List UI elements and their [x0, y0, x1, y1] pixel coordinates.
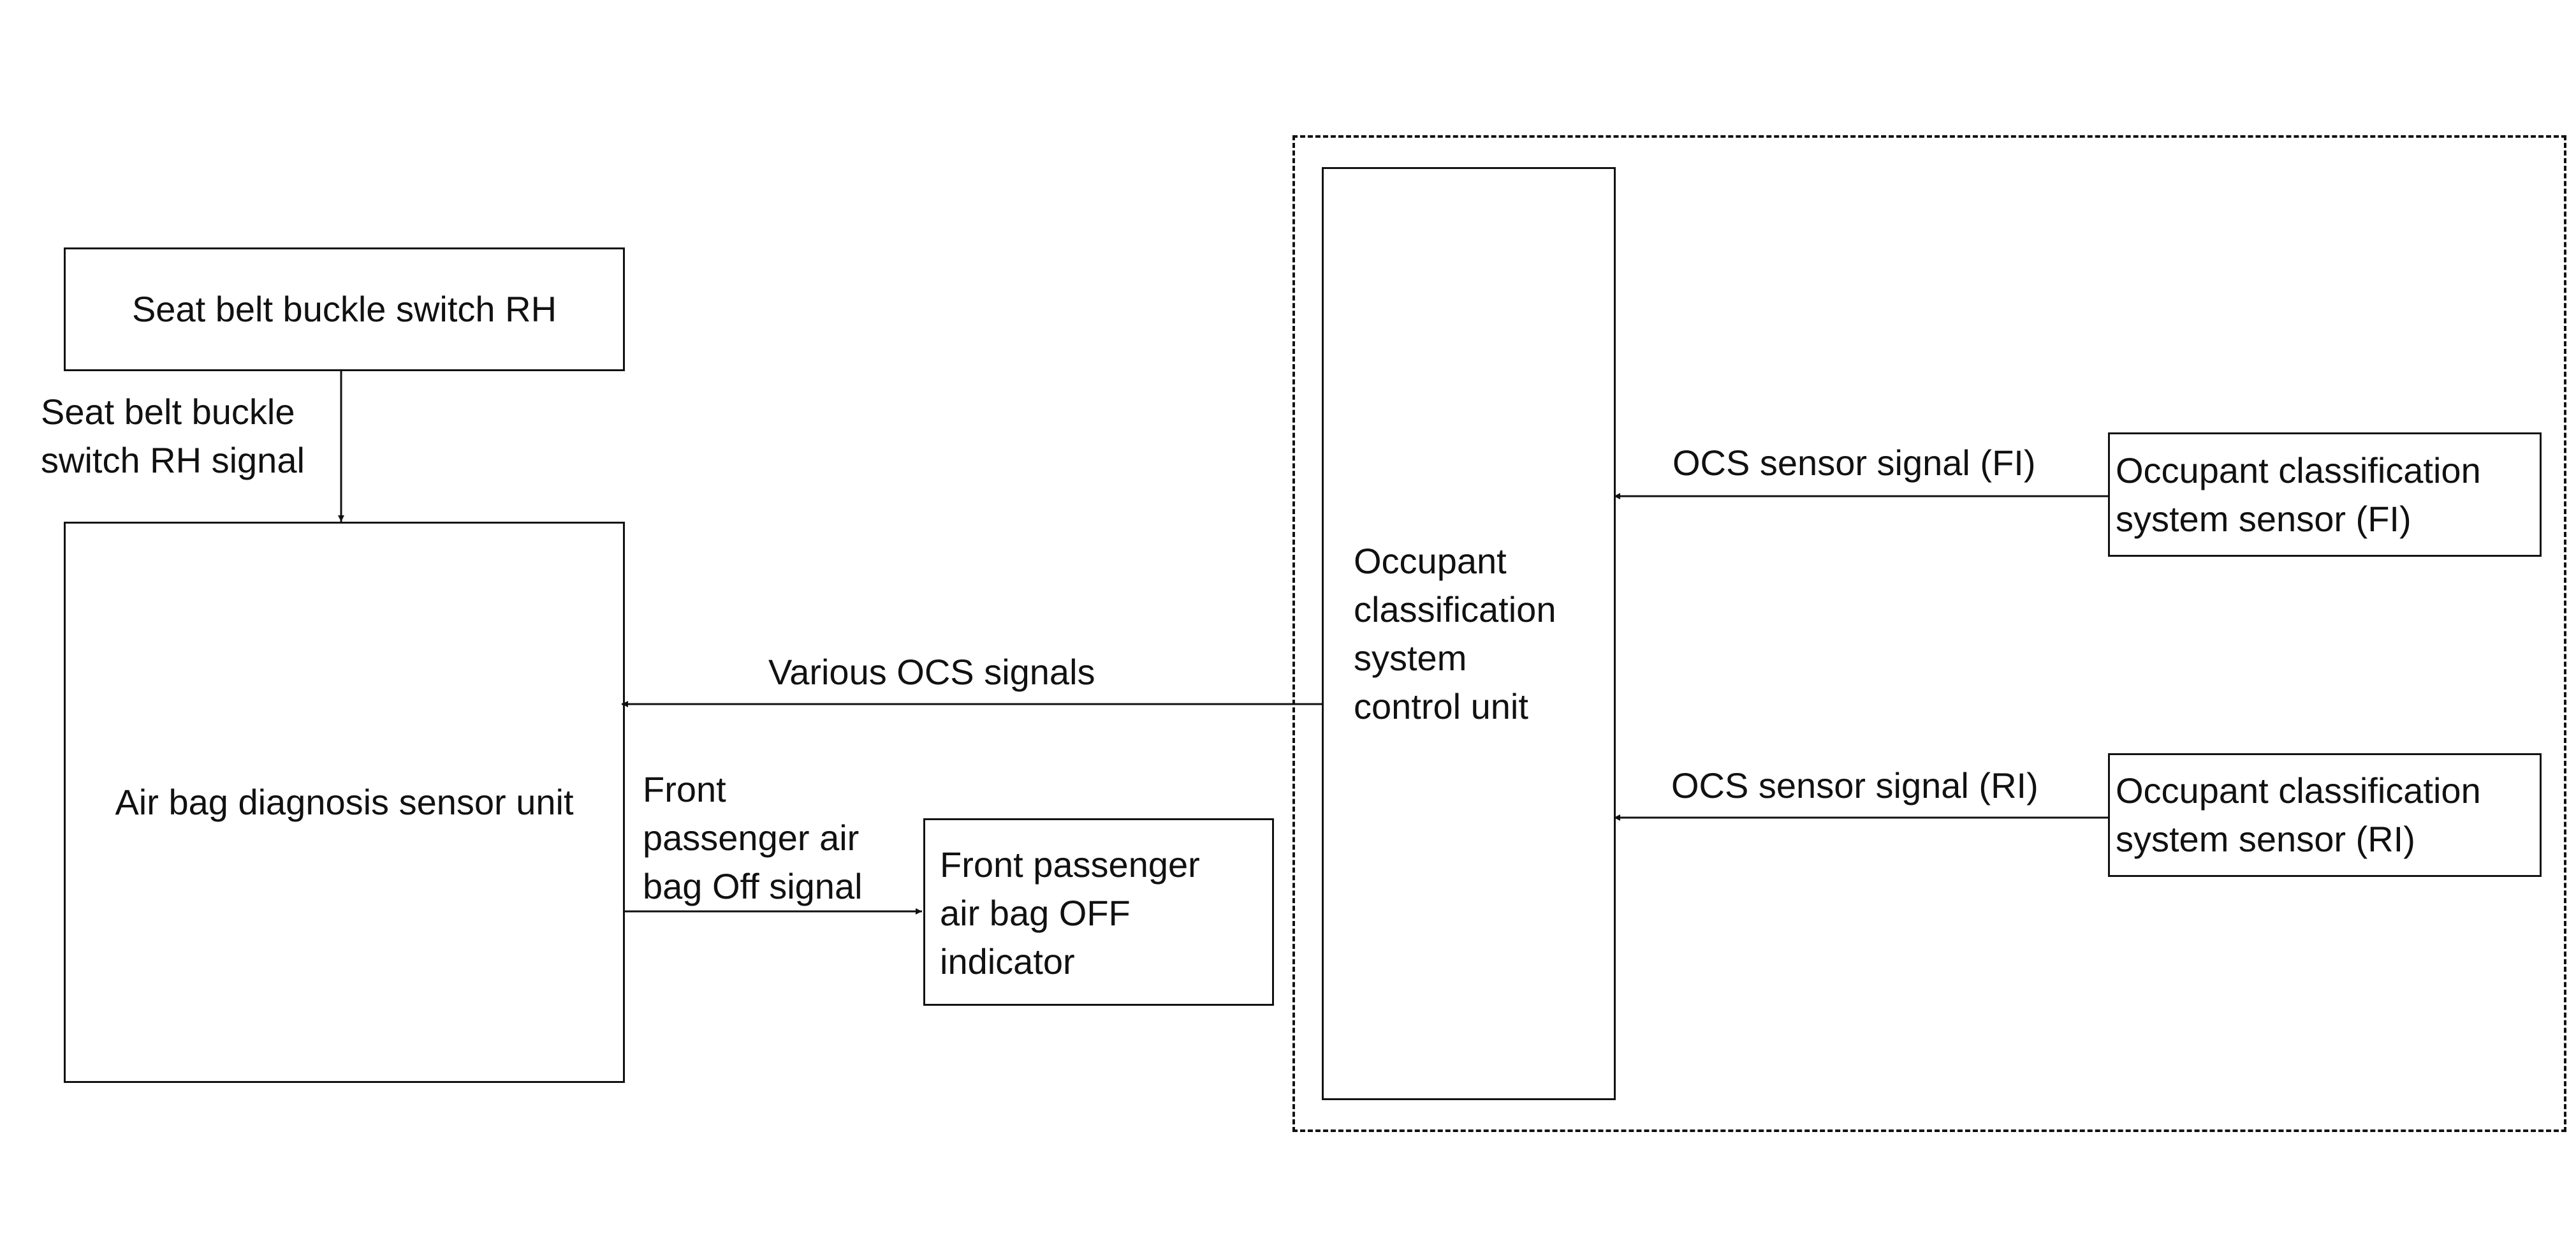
ocs-control-unit-box	[1322, 167, 1616, 1100]
airbag-off-indicator-text: Front passenger air bag OFF indicator	[940, 844, 1200, 982]
ocs-sensor-ri-box	[2108, 753, 2542, 877]
various-ocs-signals-label: Various OCS signals	[768, 652, 1095, 692]
airbag-diagnosis-unit-text: Air bag diagnosis sensor unit	[115, 782, 574, 822]
ocs-signal-ri-label: OCS sensor signal (RI)	[1671, 765, 2038, 806]
ocs-sensor-ri-text: Occupant classification system sensor (R…	[2116, 770, 2481, 859]
ocs-sensor-fi-box	[2108, 432, 2542, 557]
ocs-sensor-fi-text: Occupant classification system sensor (F…	[2116, 450, 2481, 539]
airbag-off-signal-label: Front passenger air bag Off signal	[643, 769, 863, 906]
ocs-signal-fi-label: OCS sensor signal (FI)	[1672, 443, 2036, 483]
seat-belt-switch-box: Seat belt buckle switch RH	[64, 247, 625, 371]
airbag-diagnosis-unit-box: Air bag diagnosis sensor unit	[64, 522, 625, 1083]
seat-belt-switch-text: Seat belt buckle switch RH	[131, 289, 557, 329]
airbag-off-indicator-box	[923, 818, 1274, 1006]
ocs-control-unit-text: Occupant classification system control u…	[1354, 541, 1556, 726]
ocs-group-frame	[1292, 135, 2566, 1132]
seat-belt-signal-label: Seat belt buckle switch RH signal	[41, 392, 305, 480]
